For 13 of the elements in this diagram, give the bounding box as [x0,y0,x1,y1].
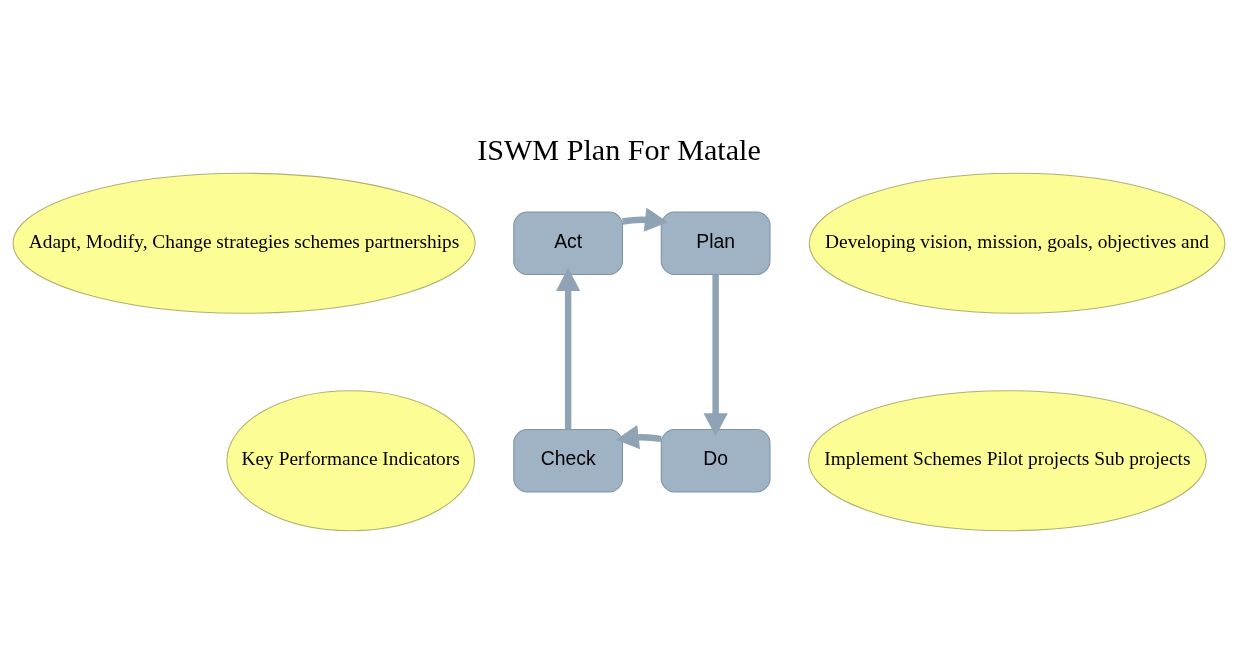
arrow [703,274,728,436]
node-box: Do [660,428,771,492]
node-box: Plan [660,211,771,275]
arrow [556,267,581,429]
node-ellipse: Developing vision, mission, goals, objectives and [808,172,1226,314]
node-box: Check [513,428,624,492]
node-ellipse: Adapt, Modify, Change strategies schemes partnerships [12,172,476,314]
arrow [615,424,662,449]
arrow [622,207,668,232]
node-ellipse: Key Performance Indicators [226,389,476,531]
node-box: Act [513,211,624,275]
node-ellipse: Implement Schemes Pilot projects Sub projects [808,389,1207,531]
diagram-title: ISWM Plan For Matale [477,132,761,167]
